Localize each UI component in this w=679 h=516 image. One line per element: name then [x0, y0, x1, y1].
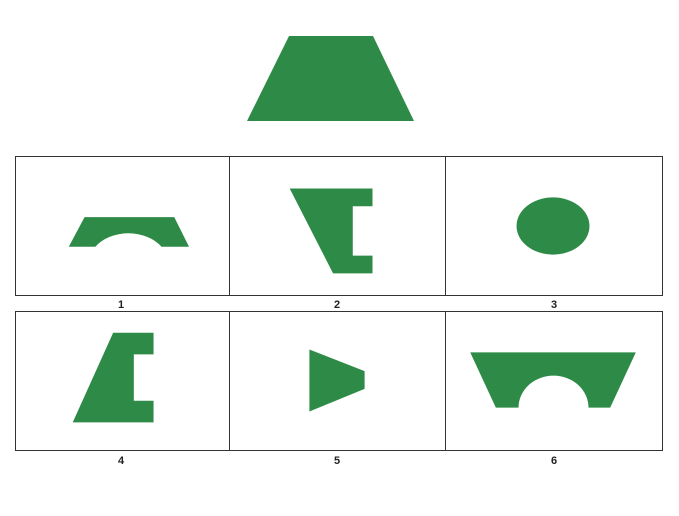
option-shape-2	[289, 188, 373, 274]
option-cell-6[interactable]	[445, 311, 663, 451]
option-cell-2[interactable]	[229, 156, 446, 296]
option-shape-1	[68, 217, 190, 247]
target-trapezoid-shape	[247, 36, 414, 121]
option-shape-6	[470, 352, 636, 408]
option-cell-1[interactable]	[15, 156, 230, 296]
option-label-5: 5	[333, 455, 341, 467]
notched-trapezoid-right-shape	[289, 188, 373, 274]
option-label-4: 4	[117, 455, 125, 467]
ellipse-shape	[516, 197, 590, 255]
option-label-6: 6	[550, 455, 558, 467]
option-cell-3[interactable]	[445, 156, 663, 296]
option-label-2: 2	[333, 299, 341, 311]
arch-cutout-trapezoid-shape	[470, 352, 636, 408]
option-label-3: 3	[550, 299, 558, 311]
option-cell-4[interactable]	[15, 311, 230, 451]
arch-segment-shape	[68, 217, 190, 247]
notched-trapezoid-left-shape	[72, 332, 154, 423]
option-shape-4	[72, 332, 154, 423]
option-cell-5[interactable]	[229, 311, 446, 451]
target-trapezoid	[247, 36, 414, 121]
option-shape-5	[309, 349, 365, 412]
option-label-1: 1	[117, 299, 125, 311]
option-shape-3	[516, 197, 590, 255]
truncated-triangle-shape	[309, 349, 365, 412]
